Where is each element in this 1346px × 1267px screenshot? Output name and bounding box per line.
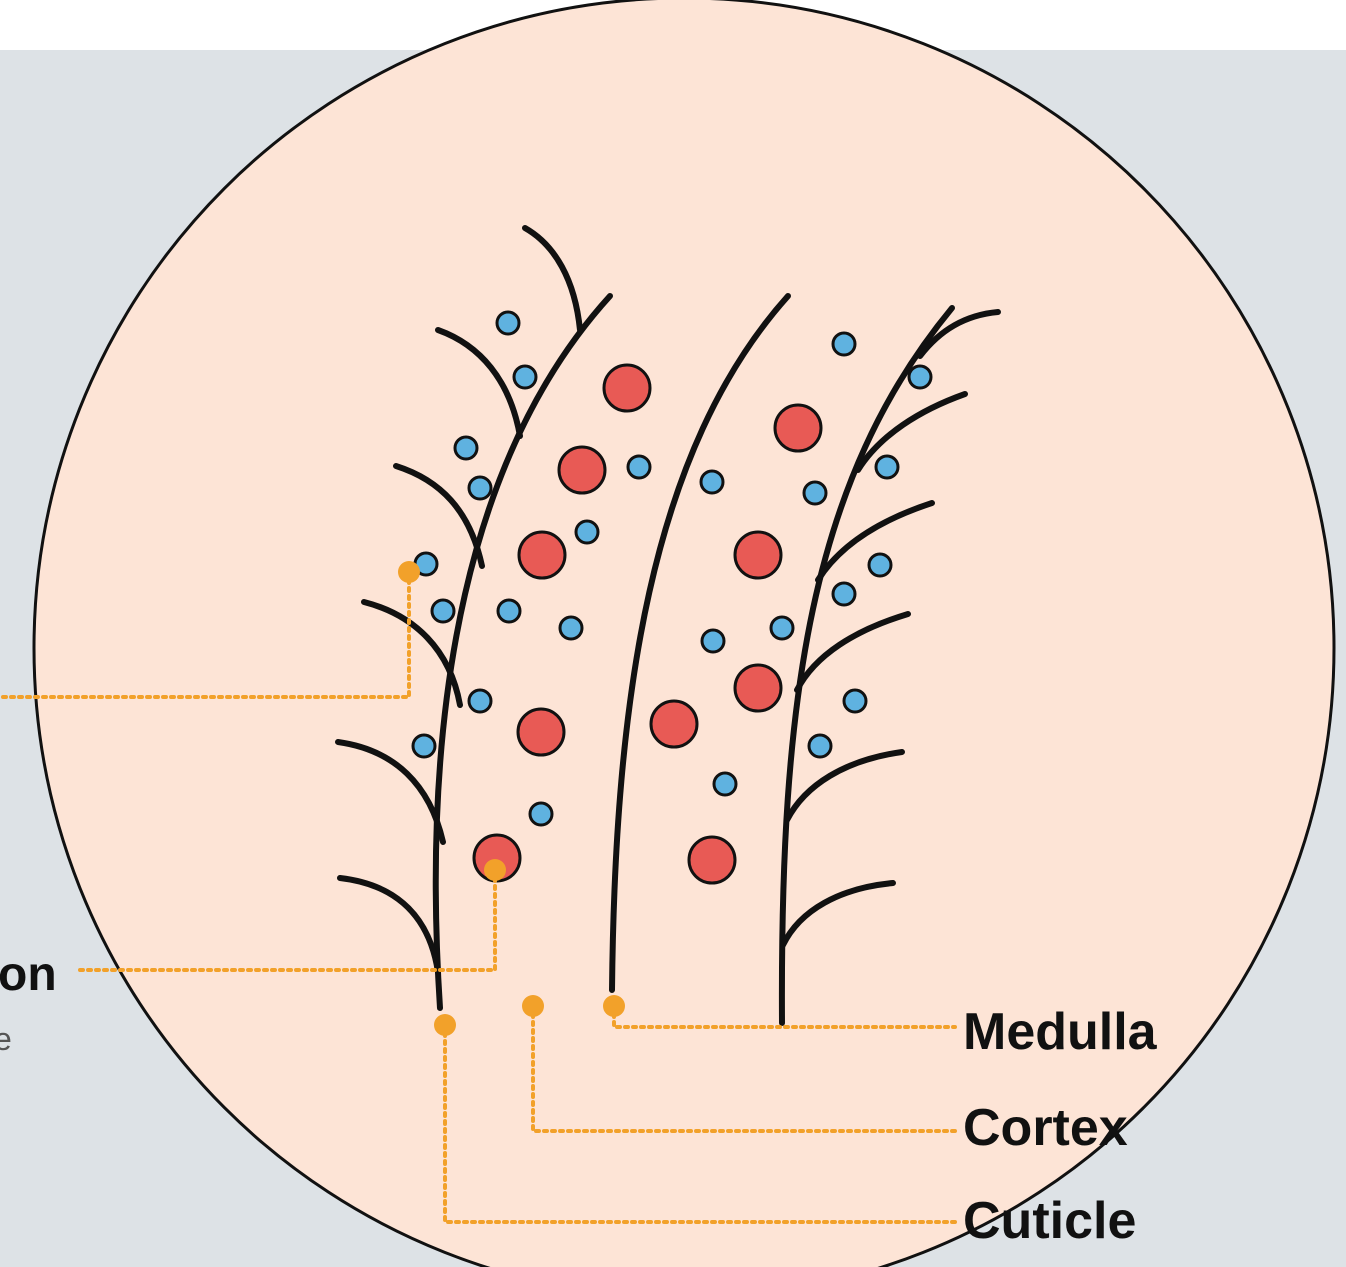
blue-pigment-granule-icon xyxy=(469,690,491,712)
blue-pigment-granule-icon xyxy=(702,630,724,652)
blue-pigment-granule-icon xyxy=(432,600,454,622)
blue-pigment-granule-icon xyxy=(560,617,582,639)
blue-pigment-granule-icon xyxy=(628,456,650,478)
blue-pigment-granule-icon xyxy=(833,333,855,355)
callout-dot-icon xyxy=(484,859,506,881)
blue-pigment-granule-icon xyxy=(530,803,552,825)
blue-pigment-granule-icon xyxy=(514,366,536,388)
red-pigment-granule-icon xyxy=(651,701,697,747)
blue-pigment-granule-icon xyxy=(809,735,831,757)
red-pigment-granule-icon xyxy=(775,405,821,451)
red-pigment-granule-icon xyxy=(735,665,781,711)
blue-pigment-granule-icon xyxy=(909,366,931,388)
blue-pigment-granule-icon xyxy=(576,521,598,543)
cortex-label: Cortex xyxy=(963,1099,1128,1157)
blue-pigment-granule-icon xyxy=(455,437,477,459)
blue-pigment-granule-icon xyxy=(701,471,723,493)
blue-pigment-granule-icon xyxy=(714,773,736,795)
blue-pigment-granule-icon xyxy=(844,690,866,712)
left-partial-heading: on xyxy=(0,948,57,1001)
red-pigment-granule-icon xyxy=(689,837,735,883)
left-partial-subtext: e xyxy=(0,1021,12,1057)
blue-pigment-granule-icon xyxy=(469,477,491,499)
red-pigment-granule-icon xyxy=(519,532,565,578)
blue-pigment-granule-icon xyxy=(497,312,519,334)
blue-pigment-granule-icon xyxy=(876,456,898,478)
blue-pigment-granule-icon xyxy=(498,600,520,622)
medulla-label: Medulla xyxy=(963,1003,1158,1061)
callout-dot-icon xyxy=(434,1014,456,1036)
red-pigment-granule-icon xyxy=(518,709,564,755)
blue-pigment-granule-icon xyxy=(771,617,793,639)
magnified-view-circle xyxy=(34,0,1334,1267)
red-pigment-granule-icon xyxy=(735,532,781,578)
red-pigment-granule-icon xyxy=(604,365,650,411)
red-pigment-granule-icon xyxy=(559,447,605,493)
blue-pigment-granule-icon xyxy=(833,583,855,605)
blue-pigment-granule-icon xyxy=(413,735,435,757)
callout-dot-icon xyxy=(603,995,625,1017)
blue-pigment-granule-icon xyxy=(804,482,826,504)
cuticle-label: Cuticle xyxy=(963,1192,1136,1250)
callout-dot-icon xyxy=(398,561,420,583)
callout-dot-icon xyxy=(522,995,544,1017)
blue-pigment-granule-icon xyxy=(869,554,891,576)
